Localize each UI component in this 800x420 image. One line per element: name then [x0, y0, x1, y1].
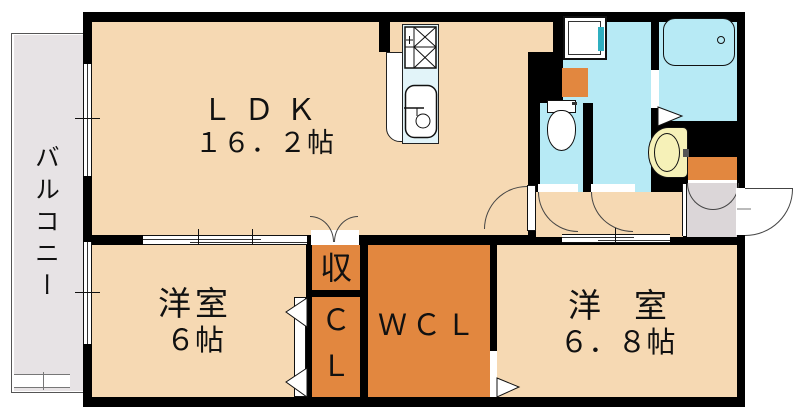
- washroom-floor-lower: [593, 103, 651, 192]
- kitchen-wall-stub: [379, 22, 390, 52]
- balcony-floor: [14, 35, 84, 391]
- wcl-label: ＷＣＬ: [377, 308, 480, 343]
- ldk-label: ＬＤＫ: [202, 92, 328, 128]
- hall-bedroom2-sliding-door: [562, 234, 670, 243]
- washroom-door-gap: [591, 184, 635, 192]
- front-door-gap: [736, 188, 745, 235]
- ldk-window-tick: [75, 118, 100, 119]
- sliding1-line-b: [190, 242, 307, 243]
- storage-floor: [312, 245, 360, 290]
- toilet-bowl: [547, 110, 576, 151]
- wcl-floor: [368, 245, 490, 397]
- wcl-door-icon: [496, 377, 521, 398]
- ldk-floor: [92, 22, 528, 235]
- sliding1-tick-b: [252, 229, 253, 245]
- bedroom2-size-label: ６．８帖: [559, 325, 676, 360]
- washbasin-handle: [683, 149, 689, 157]
- ldk-floor-notch: [528, 22, 553, 52]
- sliding2-tick: [615, 228, 616, 244]
- front-door-arc: [745, 189, 793, 236]
- bedroom1-size-label: ６帖: [165, 323, 224, 358]
- bedroom1-window-rail: [87, 242, 88, 344]
- entrance-hall-gap: [682, 184, 687, 236]
- washbasin-bowl: [654, 133, 680, 172]
- washroom-storage-box: [562, 68, 588, 97]
- ldk-window-rail: [87, 64, 88, 176]
- wcl-door-gap: [490, 351, 497, 397]
- sliding1-tick-a: [198, 229, 199, 245]
- closet-label-c: Ｃ: [321, 303, 351, 338]
- sliding1-line-a: [143, 239, 261, 240]
- ldk-door-leaf: [527, 185, 536, 231]
- toilet-door-gap: [538, 184, 578, 192]
- balcony-rail-tick: [43, 372, 44, 390]
- sliding2-line-b: [598, 240, 670, 241]
- washing-machine-accent: [598, 27, 604, 51]
- balcony-rail-gap: [14, 374, 70, 388]
- storage-label: 収: [319, 248, 352, 287]
- washing-machine-drum: [568, 21, 601, 55]
- bedroom1-window-tick: [75, 292, 100, 293]
- kitchen-counter: [386, 52, 403, 142]
- bedroom2-floor: [497, 245, 737, 397]
- kitchen-stove-icon: [404, 26, 437, 69]
- toilet-handle: [572, 102, 577, 105]
- closet-bifold-icon: [285, 297, 308, 398]
- bedroom1-label: 洋室: [158, 284, 232, 324]
- kitchen-sink-icon: [404, 84, 438, 139]
- entrance-step-line: [688, 180, 737, 183]
- bathroom-door-gap: [651, 70, 659, 108]
- sliding2-line-a: [562, 237, 634, 238]
- bathroom-door-icon: [657, 106, 684, 127]
- ldk-bedroom1-sliding-door: [143, 235, 307, 245]
- bathtub-drain: [717, 36, 725, 44]
- front-door-threshold: [737, 208, 751, 210]
- ldk-size-label: １６．２帖: [195, 128, 335, 160]
- bedroom1-floor: [92, 245, 306, 397]
- bedroom2-label: 洋 室: [568, 286, 667, 326]
- bathtub: [663, 18, 735, 66]
- shoe-cabinet: [688, 157, 737, 181]
- closet-floor: [312, 297, 360, 397]
- closet-label-l: Ｌ: [321, 349, 351, 384]
- balcony-label: バルコニー: [31, 144, 61, 304]
